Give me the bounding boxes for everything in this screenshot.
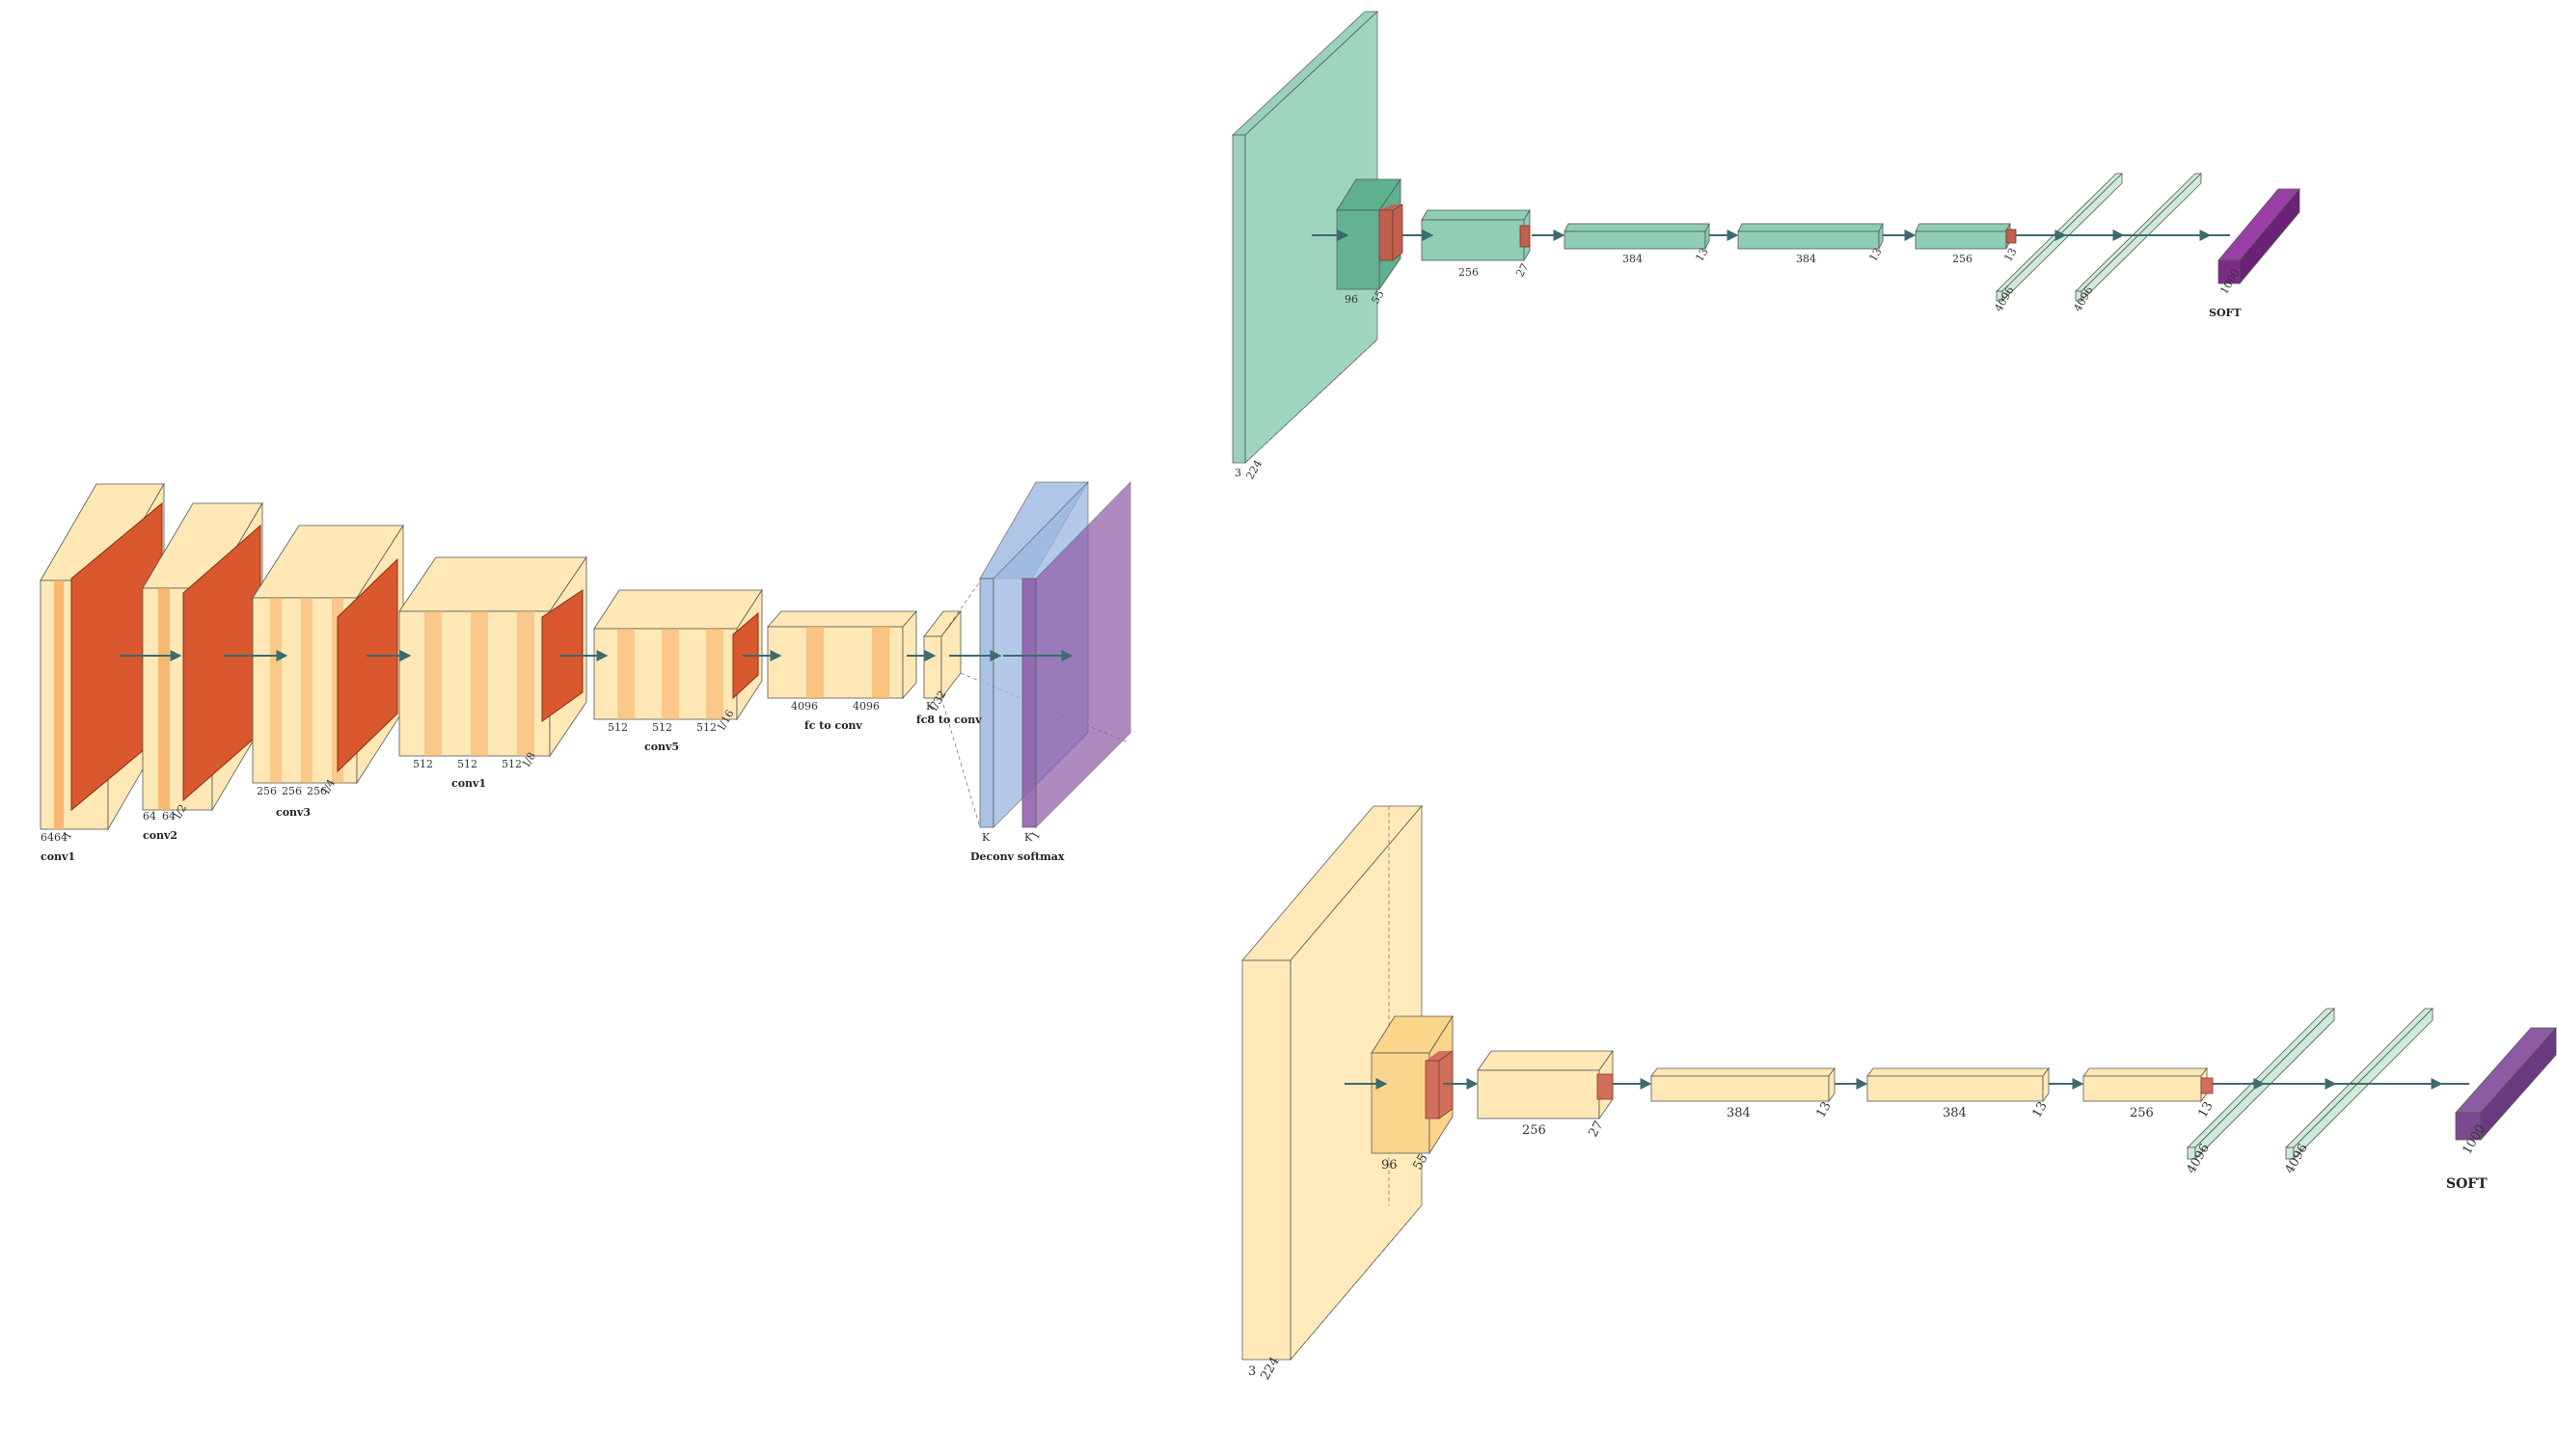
bottom-input-dim-1: 3 [1248,1364,1256,1379]
top-conv5-dim-1: 256 [1952,253,1972,265]
top-conv1-block [1336,177,1403,291]
top-conv3-dim-2: 13 [1693,246,1710,264]
fcn-label-conv3: conv3 [276,806,311,819]
fcn-conv3-dim-2: 256 [282,785,302,797]
fcn-deconv-dim-3: I [1029,830,1042,840]
fcn-conv2-dim-1: 64 [143,810,156,822]
fcn-conv1-dim-3: I [61,830,73,840]
fcn-deconv-dim-2: K [1024,831,1033,844]
fcn-conv5-dim-1: 512 [608,721,628,734]
top-conv5-dim-2: 13 [2001,246,2019,264]
fcn-conv5-dim-3: 512 [696,721,717,734]
fcn-fc-block [767,609,917,700]
top-input-block [1231,11,1379,464]
bottom-conv5-dim-1: 256 [2130,1106,2154,1120]
top-conv4-dim-2: 13 [1866,246,1884,264]
bottom-conv2-dim-1: 256 [1522,1123,1546,1138]
fcn-label-conv4: conv1 [451,777,486,790]
top-conv5-block [1915,223,2017,250]
top-conv1-dim-1: 96 [1345,293,1358,306]
top-fc6-dim: 4096 [1992,284,2016,314]
top-fc7-block [2075,173,2202,302]
top-conv2-dim-2: 27 [1513,261,1531,280]
top-softmax-block [2217,187,2300,285]
fcn-conv4-dim-3: 512 [502,758,522,770]
top-conv3-dim-1: 384 [1622,253,1643,265]
bottom-conv1-dim-1: 96 [1381,1158,1398,1173]
bottom-conv2-block [1477,1049,1614,1120]
fcn-diagram: 64 64 I conv1 64 64 I/2 conv2 256 256 25… [40,481,1131,863]
bottom-conv3-block [1650,1066,1836,1103]
top-conv2-dim-1: 256 [1458,266,1479,279]
fcn-conv3-block [252,524,404,785]
fcn-label-conv2: conv2 [143,829,177,842]
top-fc7-dim: 4096 [2071,284,2095,314]
fcn-label-conv1: conv1 [41,850,75,863]
fcn-fc-dim-2: 4096 [853,700,880,713]
top-conv1-dim-2: 55 [1369,288,1386,307]
bottom-conv4-dim-2: 13 [2029,1099,2050,1120]
top-conv2-block [1421,208,1531,262]
fcn-conv5-block [593,588,763,721]
top-input-dim-1: 3 [1235,467,1241,479]
fcn-fc8-dim-1: K [926,700,935,713]
fcn-fc-dim-1: 4096 [791,700,818,713]
fcn-conv2-dim-2: 64 [162,810,176,822]
alexnet-top-diagram: 3 224 96 55 256 27 384 13 384 13 256 13 … [1231,11,2300,482]
bottom-conv2-dim-2: 27 [1586,1119,1606,1140]
bottom-conv3-dim-1: 384 [1727,1106,1751,1120]
bottom-conv4-block [1866,1066,2050,1103]
bottom-conv5-block [2082,1066,2214,1103]
bottom-conv5-dim-2: 13 [2195,1099,2216,1120]
alexnet-bottom-diagram: 3 224 96 55 256 27 384 13 384 13 256 13 … [1241,804,2557,1383]
top-conv4-dim-1: 384 [1796,253,1816,265]
fcn-conv5-dim-2: 512 [652,721,672,734]
fcn-softmax-block [1021,481,1131,828]
fcn-conv1-block [40,482,165,831]
top-conv4-block [1737,223,1884,250]
top-conv3-block [1564,223,1710,250]
fcn-conv4-block [398,555,587,758]
fcn-label-fc8: fc8 to conv [916,714,982,726]
bottom-soft-label: SOFT [2446,1176,2488,1192]
fcn-conv3-dim-1: 256 [257,785,277,797]
bottom-conv3-dim-2: 13 [1813,1099,1834,1120]
bottom-conv4-dim-1: 384 [1943,1106,1967,1120]
fcn-label-deconv-softmax: Deconv softmax [970,850,1065,863]
top-soft-label: SOFT [2209,307,2242,319]
fcn-deconv-dim-1: K [982,831,991,844]
bottom-conv1-dim-2: 55 [1410,1151,1430,1173]
fcn-label-conv5: conv5 [644,741,679,753]
fcn-conv1-dim-2: 64 [54,831,68,844]
fcn-conv3-dim-3: 256 [307,785,327,797]
bottom-softmax-block [2455,1026,2557,1142]
fcn-conv4-dim-1: 512 [413,758,433,770]
fcn-conv4-dim-2: 512 [457,758,477,770]
fcn-label-fc: fc to conv [804,719,863,732]
fcn-conv1-dim-1: 64 [41,831,54,844]
